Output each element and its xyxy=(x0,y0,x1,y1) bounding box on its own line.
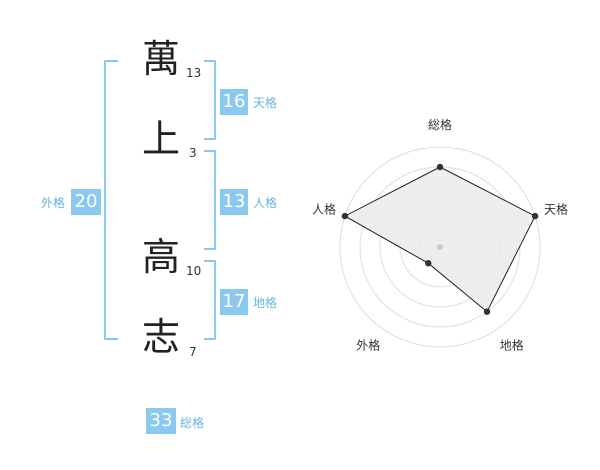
gaikaku-label: 外格 xyxy=(41,196,66,210)
jinkaku-bracket xyxy=(204,150,216,250)
radar-axis-label-3: 地格 xyxy=(500,338,524,353)
tenkaku-bracket xyxy=(204,60,216,140)
name-char-3: 高 xyxy=(142,235,181,279)
soukaku-label: 総格 xyxy=(180,416,205,430)
radar-grid-ring-5 xyxy=(339,146,541,348)
gaikaku-value: 20 xyxy=(71,189,101,215)
tenkaku-label: 天格 xyxy=(253,96,278,110)
stroke-count-2: 3 xyxy=(189,146,197,160)
chikaku-label: 地格 xyxy=(253,296,278,310)
soukaku-value: 33 xyxy=(146,408,176,434)
radar-point-2 xyxy=(531,212,539,220)
name-char-1: 萬 xyxy=(142,37,181,81)
stroke-count-4: 7 xyxy=(189,345,197,359)
jinkaku-value: 13 xyxy=(220,189,248,215)
radar-axis-label-5: 人格 xyxy=(312,201,336,216)
radar-point-3 xyxy=(483,308,491,315)
stroke-count-1: 13 xyxy=(186,66,202,80)
radar-points xyxy=(341,163,539,315)
chikaku-bracket xyxy=(204,260,216,340)
radar-axis-label-4: 外格 xyxy=(356,338,380,353)
gaikaku-bracket xyxy=(104,60,118,340)
radar-axis-label-2: 天格 xyxy=(544,201,568,216)
chikaku-value: 17 xyxy=(220,289,248,315)
jinkaku-label: 人格 xyxy=(253,196,278,210)
radar-center-dot xyxy=(437,244,443,250)
tenkaku-value: 16 xyxy=(220,89,248,115)
name-char-2: 上 xyxy=(142,117,181,161)
stroke-count-3: 10 xyxy=(186,264,202,278)
radar-point-5 xyxy=(341,212,349,220)
radar-axis-label-1: 総格 xyxy=(428,117,452,132)
name-char-4: 志 xyxy=(142,315,181,359)
radar-area xyxy=(343,166,536,313)
radar-point-4 xyxy=(425,259,432,267)
radar-point-1 xyxy=(436,163,444,171)
